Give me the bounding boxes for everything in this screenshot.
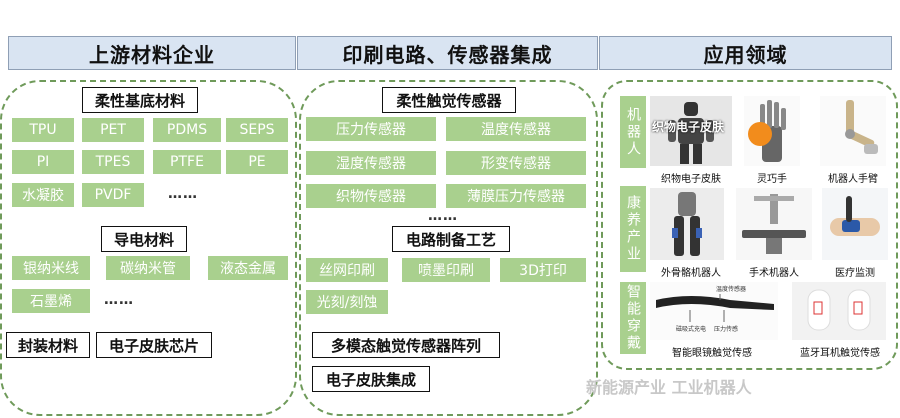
process-chip: 丝网印刷 bbox=[306, 258, 388, 282]
smart-glasses-icon bbox=[650, 282, 778, 340]
sensor-title: 柔性触觉传感器 bbox=[382, 87, 516, 113]
conductive-chip: 石墨烯 bbox=[12, 289, 90, 313]
substrate-chip: PET bbox=[82, 118, 144, 142]
substrate-more: …… bbox=[168, 186, 198, 202]
packaging-material: 封装材料 bbox=[6, 332, 90, 358]
dexterous-hand-icon bbox=[744, 96, 800, 166]
caption-earbuds: 蓝牙耳机触觉传感 bbox=[800, 348, 880, 359]
tag-wearable: 智能穿戴 bbox=[620, 282, 646, 354]
header-application: 应用领域 bbox=[599, 36, 892, 70]
robot-arm-icon bbox=[820, 96, 886, 166]
upstream-panel bbox=[0, 80, 297, 416]
substrate-chip: 水凝胶 bbox=[12, 183, 74, 207]
process-chip: 喷墨印刷 bbox=[402, 258, 490, 282]
substrate-chip: PVDF bbox=[82, 183, 144, 207]
sensor-chip: 压力传感器 bbox=[306, 117, 436, 141]
process-title: 电路制备工艺 bbox=[392, 226, 510, 252]
conductive-chip: 银纳米线 bbox=[12, 256, 90, 280]
earbuds-icon bbox=[792, 282, 886, 340]
substrate-chip: TPES bbox=[82, 150, 144, 174]
header-middle: 印刷电路、传感器集成 bbox=[297, 36, 598, 70]
sensor-chip: 形变传感器 bbox=[446, 151, 586, 175]
tag-healthcare: 康养产业 bbox=[620, 186, 646, 272]
sensor-more: …… bbox=[428, 208, 458, 224]
substrate-chip: PDMS bbox=[153, 118, 221, 142]
caption-medical-monitoring: 医疗监测 bbox=[835, 268, 875, 279]
middle-panel bbox=[299, 80, 598, 416]
robot-overlay-label: 织物电子皮肤 bbox=[652, 120, 725, 134]
substrate-title: 柔性基底材料 bbox=[82, 87, 198, 113]
conductive-more: …… bbox=[104, 292, 134, 308]
glasses-label-pressure: 压力传感 bbox=[714, 326, 739, 333]
substrate-chip: PE bbox=[226, 150, 288, 174]
substrate-chip: TPU bbox=[12, 118, 74, 142]
sensor-chip: 薄膜压力传感器 bbox=[446, 184, 586, 208]
watermark: 新能源产业 工业机器人 bbox=[586, 378, 752, 397]
conductive-title: 导电材料 bbox=[101, 226, 187, 252]
process-chip: 3D打印 bbox=[500, 258, 586, 282]
glasses-label-charging: 磁吸式充电 bbox=[676, 326, 707, 333]
caption-robot-arm: 机器人手臂 bbox=[828, 174, 878, 185]
substrate-chip: PTFE bbox=[153, 150, 221, 174]
caption-fabric-skin: 织物电子皮肤 bbox=[661, 174, 721, 185]
substrate-chip: PI bbox=[12, 150, 74, 174]
header-upstream: 上游材料企业 bbox=[8, 36, 296, 70]
caption-surgical-robot: 手术机器人 bbox=[749, 268, 799, 279]
e-skin-integration: 电子皮肤集成 bbox=[312, 366, 430, 392]
substrate-chip: SEPS bbox=[226, 118, 288, 142]
exoskeleton-icon bbox=[650, 188, 724, 260]
medical-monitor-icon bbox=[822, 188, 888, 260]
surgical-robot-icon bbox=[736, 188, 812, 260]
sensor-chip: 织物传感器 bbox=[306, 184, 436, 208]
e-skin-chip: 电子皮肤芯片 bbox=[96, 332, 212, 358]
humanoid-robot-icon bbox=[650, 96, 732, 166]
caption-exoskeleton: 外骨骼机器人 bbox=[661, 268, 721, 279]
multimodal-array: 多模态触觉传感器阵列 bbox=[312, 332, 500, 358]
tag-robot: 机器人 bbox=[620, 96, 646, 168]
conductive-chip: 液态金属 bbox=[208, 256, 288, 280]
caption-dexterous-hand: 灵巧手 bbox=[757, 174, 787, 185]
process-chip: 光刻/刻蚀 bbox=[306, 290, 388, 314]
sensor-chip: 温度传感器 bbox=[446, 117, 586, 141]
conductive-chip: 碳纳米管 bbox=[106, 256, 190, 280]
caption-smart-glasses: 智能眼镜触觉传感 bbox=[672, 348, 752, 359]
sensor-chip: 湿度传感器 bbox=[306, 151, 436, 175]
glasses-label-temp: 温度传感器 bbox=[716, 286, 747, 293]
application-panel bbox=[601, 80, 898, 370]
